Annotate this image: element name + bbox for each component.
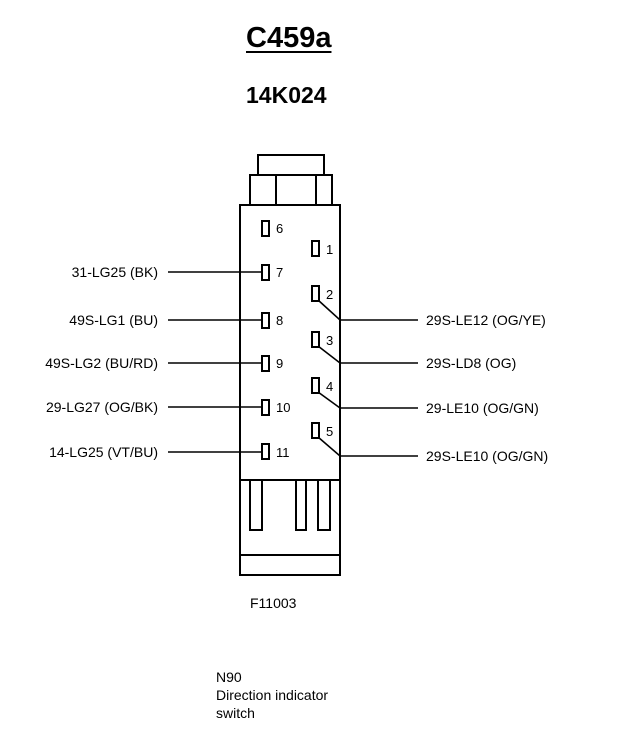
pin-number-10: 10 [276, 400, 291, 415]
pin-number-2: 2 [326, 287, 334, 302]
pin-number-6: 6 [276, 221, 284, 236]
pin-number-3: 3 [326, 333, 334, 348]
terminal-7 [261, 264, 270, 281]
component-name-line1: Direction indicator [216, 687, 329, 703]
wire-pin-3 [317, 345, 418, 364]
wire-label-pin-5: 29S-LE10 (OG/GN) [426, 448, 549, 464]
wire-label-pin-9: 49S-LG2 (BU/RD) [45, 355, 158, 371]
terminal-3 [311, 331, 320, 348]
wire-pin-4 [317, 391, 418, 409]
pin-number-9: 9 [276, 356, 284, 371]
wire-label-pin-3: 29S-LD8 (OG) [426, 355, 517, 371]
pin-number-5: 5 [326, 424, 334, 439]
pin-number-8: 8 [276, 313, 284, 328]
wire-label-pin-10: 29-LG27 (OG/BK) [45, 399, 158, 415]
connector-title: C459a [246, 22, 332, 54]
terminal-9 [261, 355, 270, 372]
component-caption: N90 Direction indicator switch [216, 668, 328, 722]
wire-label-pin-4: 29-LE10 (OG/GN) [426, 400, 539, 416]
part-number: 14K024 [246, 82, 327, 108]
wire-pin-5 [317, 436, 418, 457]
top-latch [257, 154, 325, 176]
terminal-11 [261, 443, 270, 460]
bottom-housing [239, 480, 341, 576]
terminal-4 [311, 377, 320, 394]
connector-body [239, 204, 341, 481]
terminal-1 [311, 240, 320, 257]
wire-label-pin-11: 14-LG25 (VT/BU) [49, 444, 158, 460]
bottom-hook-left [249, 480, 263, 531]
pin-number-4: 4 [326, 379, 334, 394]
terminal-8 [261, 312, 270, 329]
component-code: N90 [216, 669, 242, 685]
bottom-center-rib [295, 479, 307, 531]
component-name-line2: switch [216, 705, 255, 721]
pin-number-7: 7 [276, 265, 284, 280]
terminal-10 [261, 399, 270, 416]
pin-number-1: 1 [326, 242, 334, 257]
terminal-2 [311, 285, 320, 302]
terminal-6 [261, 220, 270, 237]
figure-id: F11003 [250, 595, 297, 611]
top-latch-base [249, 174, 333, 206]
wire-label-pin-8: 49S-LG1 (BU) [69, 312, 158, 328]
pin-number-11: 11 [276, 445, 290, 460]
top-latch-window [275, 174, 317, 206]
wire-label-pin-7: 31-LG25 (BK) [71, 264, 158, 280]
wire-pin-2 [317, 299, 418, 321]
bottom-hook-right [317, 480, 331, 531]
wire-label-pin-2: 29S-LE12 (OG/YE) [426, 312, 546, 328]
terminal-5 [311, 422, 320, 439]
